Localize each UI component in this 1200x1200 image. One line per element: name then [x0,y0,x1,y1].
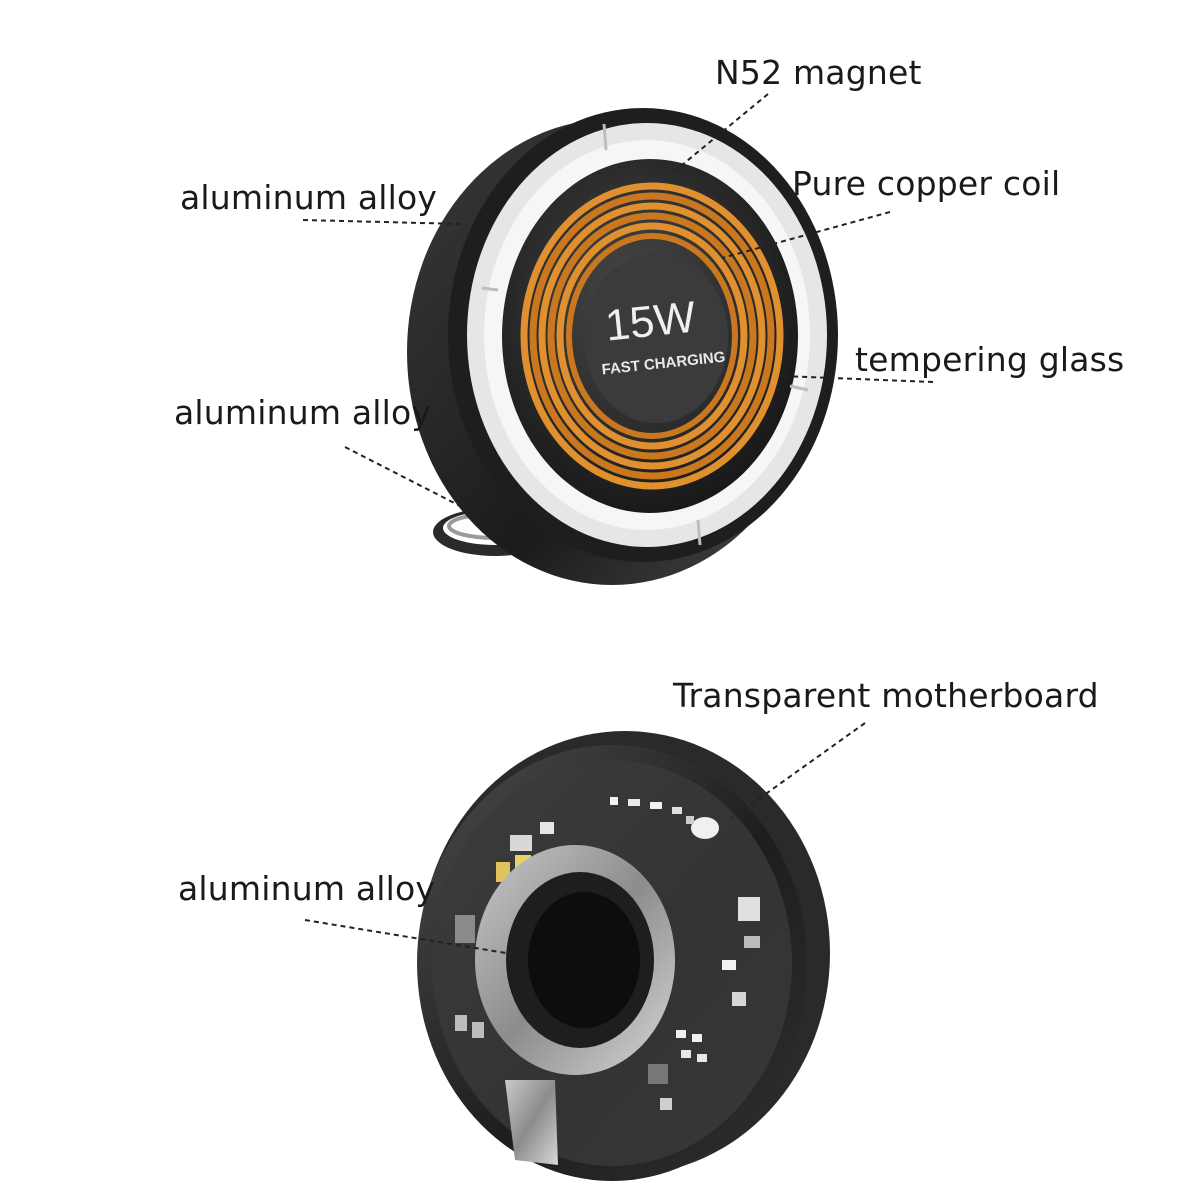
top-charger: 15W FAST CHARGING [407,108,838,585]
callout-aluminum-alloy-ring: aluminum alloy [178,869,436,908]
metal-ring-stand [475,845,675,1165]
center-panel [584,253,728,423]
bottom-leader-lines [304,722,866,956]
callout-tempering-glass: tempering glass [855,340,1125,379]
top-leader-lines [302,93,934,511]
callout-aluminum-alloy-body: aluminum alloy [180,178,438,217]
callout-transparent-motherboard: Transparent motherboard [673,676,1099,715]
motherboard-components [455,797,760,1110]
callout-aluminum-alloy-stand: aluminum alloy [174,393,432,432]
callout-n52-magnet: N52 magnet [715,53,922,92]
bottom-charger [417,731,830,1181]
callout-pure-copper-coil: Pure copper coil [792,164,1061,203]
copper-coil [520,182,784,490]
face-wattage: 15W [603,292,699,350]
